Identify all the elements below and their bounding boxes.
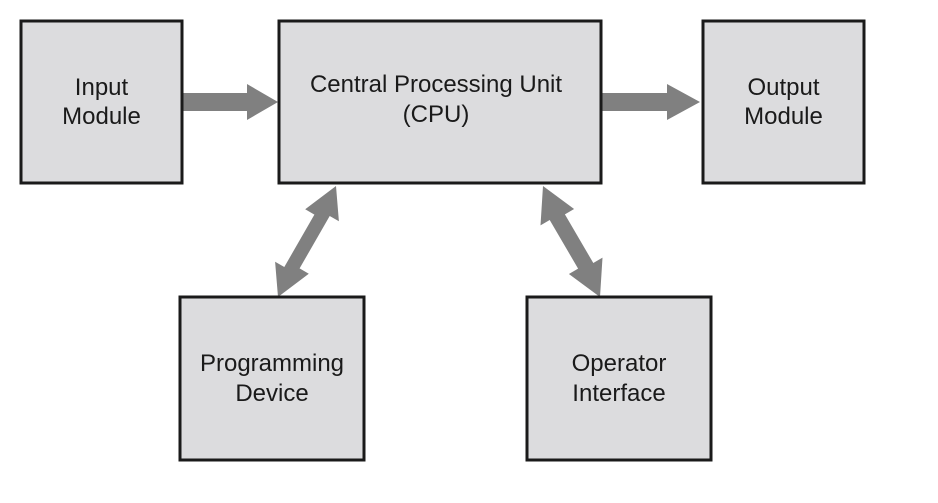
arrows bbox=[183, 84, 700, 297]
arrow-cpu-programming-bidirectional bbox=[275, 186, 339, 297]
arrow-cpu-to-output bbox=[602, 84, 700, 120]
operator-interface-label-line1: Operator bbox=[572, 350, 667, 377]
arrow-input-to-cpu bbox=[183, 84, 278, 120]
operator-interface-label-line2: Interface bbox=[572, 380, 665, 407]
cpu-block: Central Processing Unit (CPU) bbox=[277, 19, 603, 185]
input-module-label-line2: Module bbox=[62, 103, 141, 130]
operator-interface-block: Operator Interface bbox=[525, 295, 713, 462]
cpu-label-line1: Central Processing Unit bbox=[310, 71, 562, 98]
cpu-label-line2: (CPU) bbox=[403, 101, 470, 128]
programming-device-block: Programming Device bbox=[178, 295, 366, 462]
output-module-block: Output Module bbox=[701, 19, 866, 185]
programming-device-label-line1: Programming bbox=[200, 350, 344, 377]
output-module-label-line1: Output bbox=[747, 74, 819, 101]
input-module-block: Input Module bbox=[19, 19, 184, 185]
arrow-cpu-operator-bidirectional bbox=[540, 186, 603, 297]
input-module-label-line1: Input bbox=[75, 74, 129, 101]
output-module-label-line2: Module bbox=[744, 103, 823, 130]
programming-device-label-line2: Device bbox=[235, 380, 308, 407]
